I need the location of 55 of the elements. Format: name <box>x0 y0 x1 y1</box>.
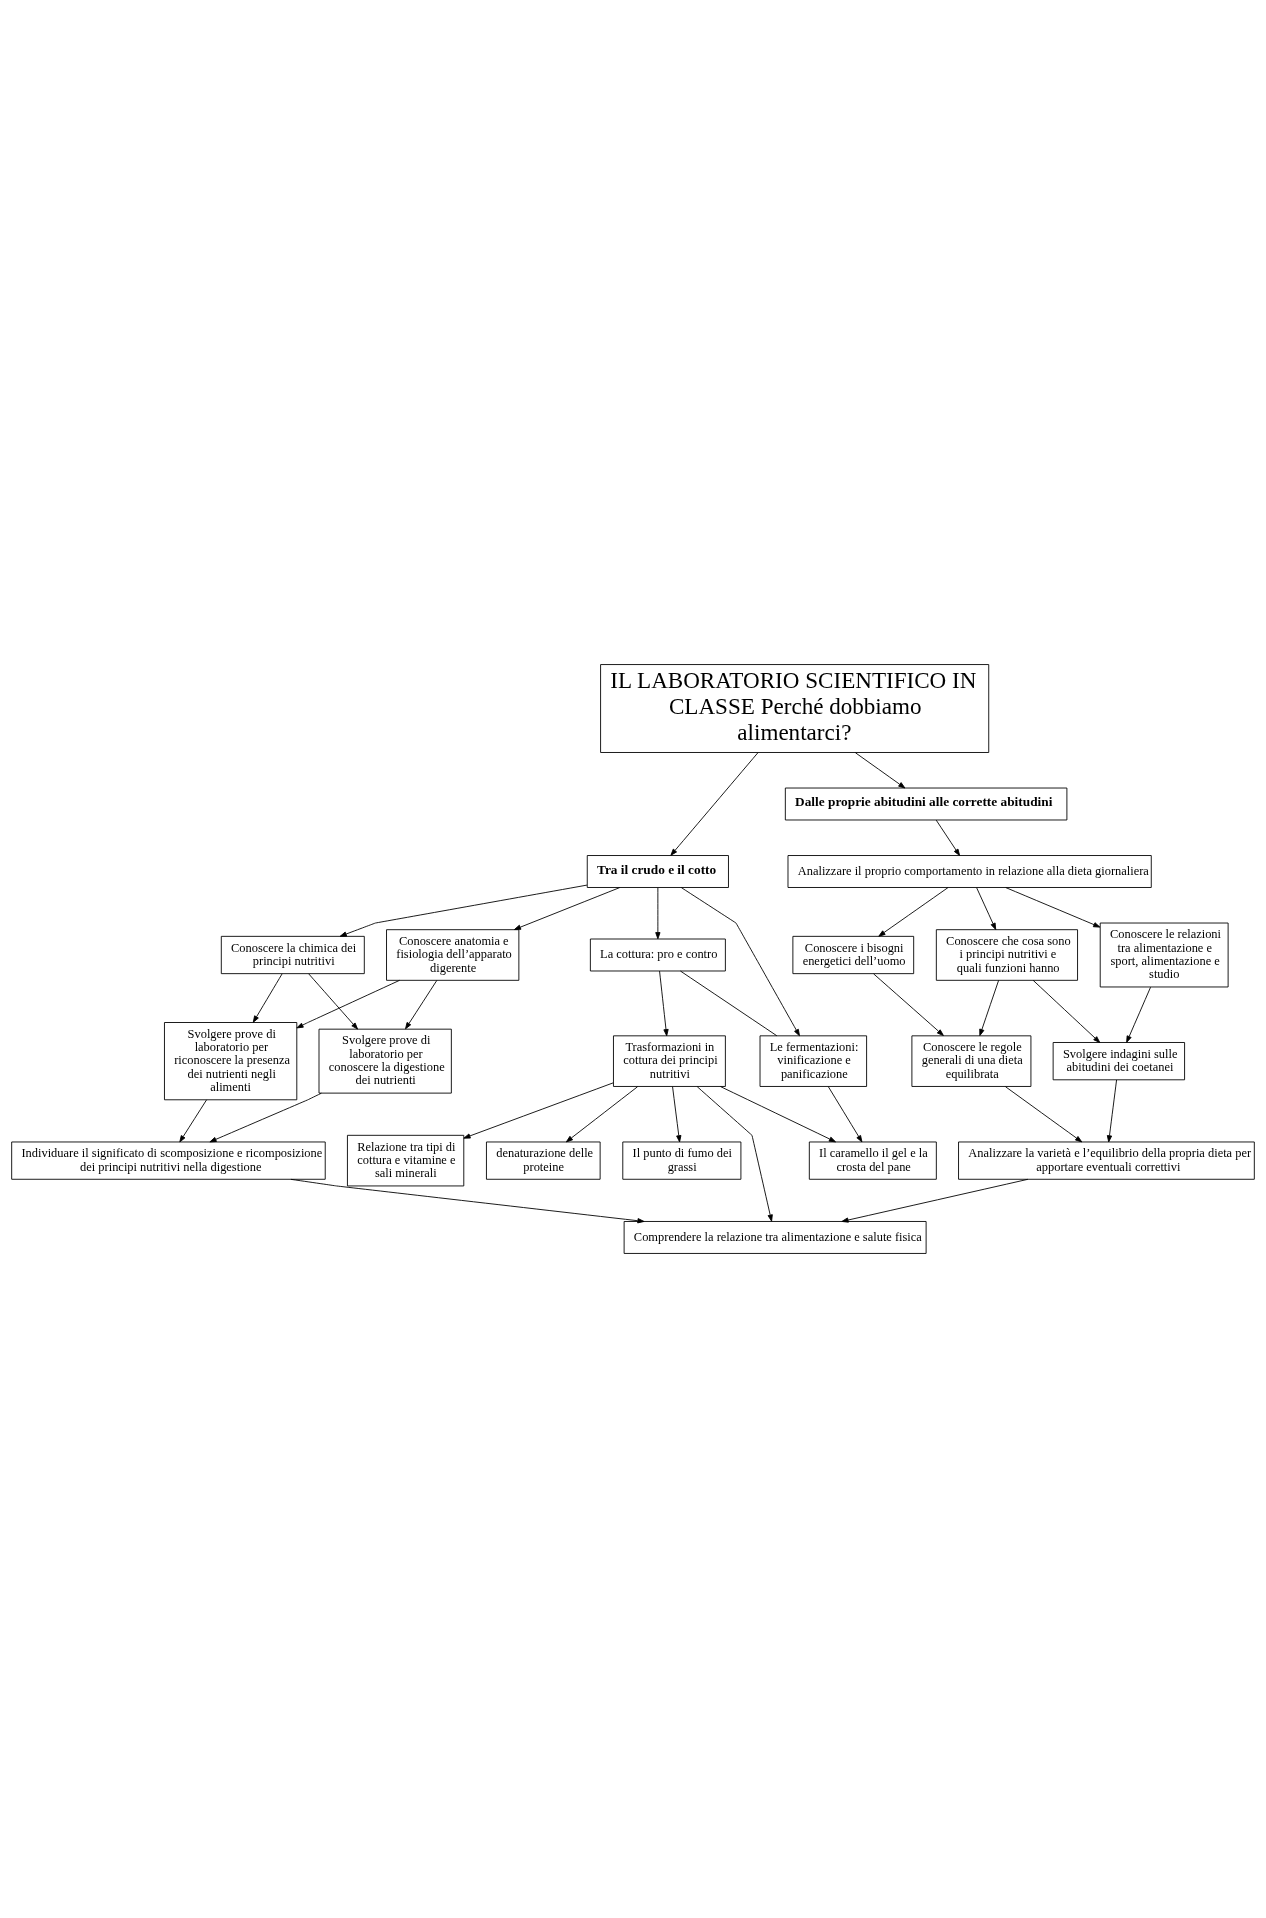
arrow <box>308 973 359 1030</box>
arrow <box>252 973 283 1023</box>
node-box: Conoscere che cosa sono i principi nutritivi e quali funzioni hanno <box>935 929 1078 981</box>
arrow <box>1005 887 1101 928</box>
node-box: Il caramello il gel e la crosta del pane <box>808 1141 937 1180</box>
arrow <box>655 887 661 940</box>
arrow <box>463 1082 614 1139</box>
node-box: Tra il crudo e il cotto <box>586 855 729 888</box>
node-box: Svolgere prove di laboratorio per riconoscere la presenza dei nutrienti negli alimenti <box>164 1022 298 1101</box>
node-box: La cottura: pro e contro <box>589 938 726 972</box>
arrow <box>878 887 949 937</box>
arrow <box>290 1178 645 1224</box>
node-box: Conoscere i bisogni energetici dell’uomo <box>792 935 915 975</box>
arrow <box>1106 1079 1118 1143</box>
arrow <box>1126 986 1151 1043</box>
node-box: Svolgere indagini sulle abitudini dei coetanei <box>1052 1042 1186 1081</box>
arrow <box>1032 979 1101 1043</box>
arrow <box>873 973 944 1036</box>
node-box: Relazione tra tipi di cottura e vitamine e sali minerali <box>347 1134 465 1187</box>
arrow <box>670 752 759 856</box>
arrow <box>565 1086 639 1143</box>
arrow <box>976 887 997 930</box>
arrow <box>339 884 588 937</box>
arrow <box>405 979 438 1030</box>
node-box: Le fermentazioni: vinificazione e panificazione <box>759 1035 868 1087</box>
arrow <box>720 1086 836 1143</box>
node-box: Individuare il significato di scomposizione e ricomposizione dei principi nutritivi nella digestione <box>11 1141 326 1180</box>
arrow <box>696 1086 773 1222</box>
node-box: IL LABORATORIO SCIENTIFICO IN CLASSE Perché dobbiamo alimentarci? <box>600 664 990 753</box>
arrow <box>841 1178 1029 1223</box>
node-box: Svolgere prove di laboratorio per conoscere la digestione dei nutrienti <box>318 1028 452 1094</box>
arrow <box>209 1092 322 1143</box>
node-box: Conoscere anatomia e fisiologia dell’apparato digerente <box>386 929 520 981</box>
node-box: denaturazione delle proteine <box>486 1141 601 1180</box>
node-box: Conoscere le relazioni tra alimentazione e sport, alimentazione e studio <box>1099 922 1229 988</box>
node-box: Trasformazioni in cottura dei principi nutritivi <box>613 1035 726 1087</box>
arrow <box>854 752 906 789</box>
node-box: Analizzare il proprio comportamento in relazione alla dieta giornaliera <box>787 855 1152 888</box>
node-box: Conoscere la chimica dei principi nutritivi <box>220 935 365 975</box>
node-box: Analizzare la varietà e l’equilibrio della propria dieta per apportare eventuali correttivi <box>958 1141 1255 1180</box>
node-box: Dalle proprie abitudini alle corrette abitudini <box>784 787 1068 821</box>
arrow <box>179 1099 208 1143</box>
arrow <box>1005 1086 1083 1143</box>
arrow <box>513 887 621 930</box>
node-box: Conoscere le regole generali di una dieta equilibrata <box>911 1035 1032 1087</box>
node-box: Il punto di fumo dei grassi <box>622 1141 742 1180</box>
arrow <box>296 979 401 1029</box>
arrow <box>680 887 800 1037</box>
arrow <box>827 1086 863 1143</box>
arrow <box>659 970 669 1037</box>
arrow <box>935 819 961 856</box>
arrow <box>979 979 1000 1037</box>
connector <box>680 970 778 1037</box>
node-box: Comprendere la relazione tra alimentazione e salute fisica <box>623 1221 927 1254</box>
arrow <box>672 1086 682 1143</box>
